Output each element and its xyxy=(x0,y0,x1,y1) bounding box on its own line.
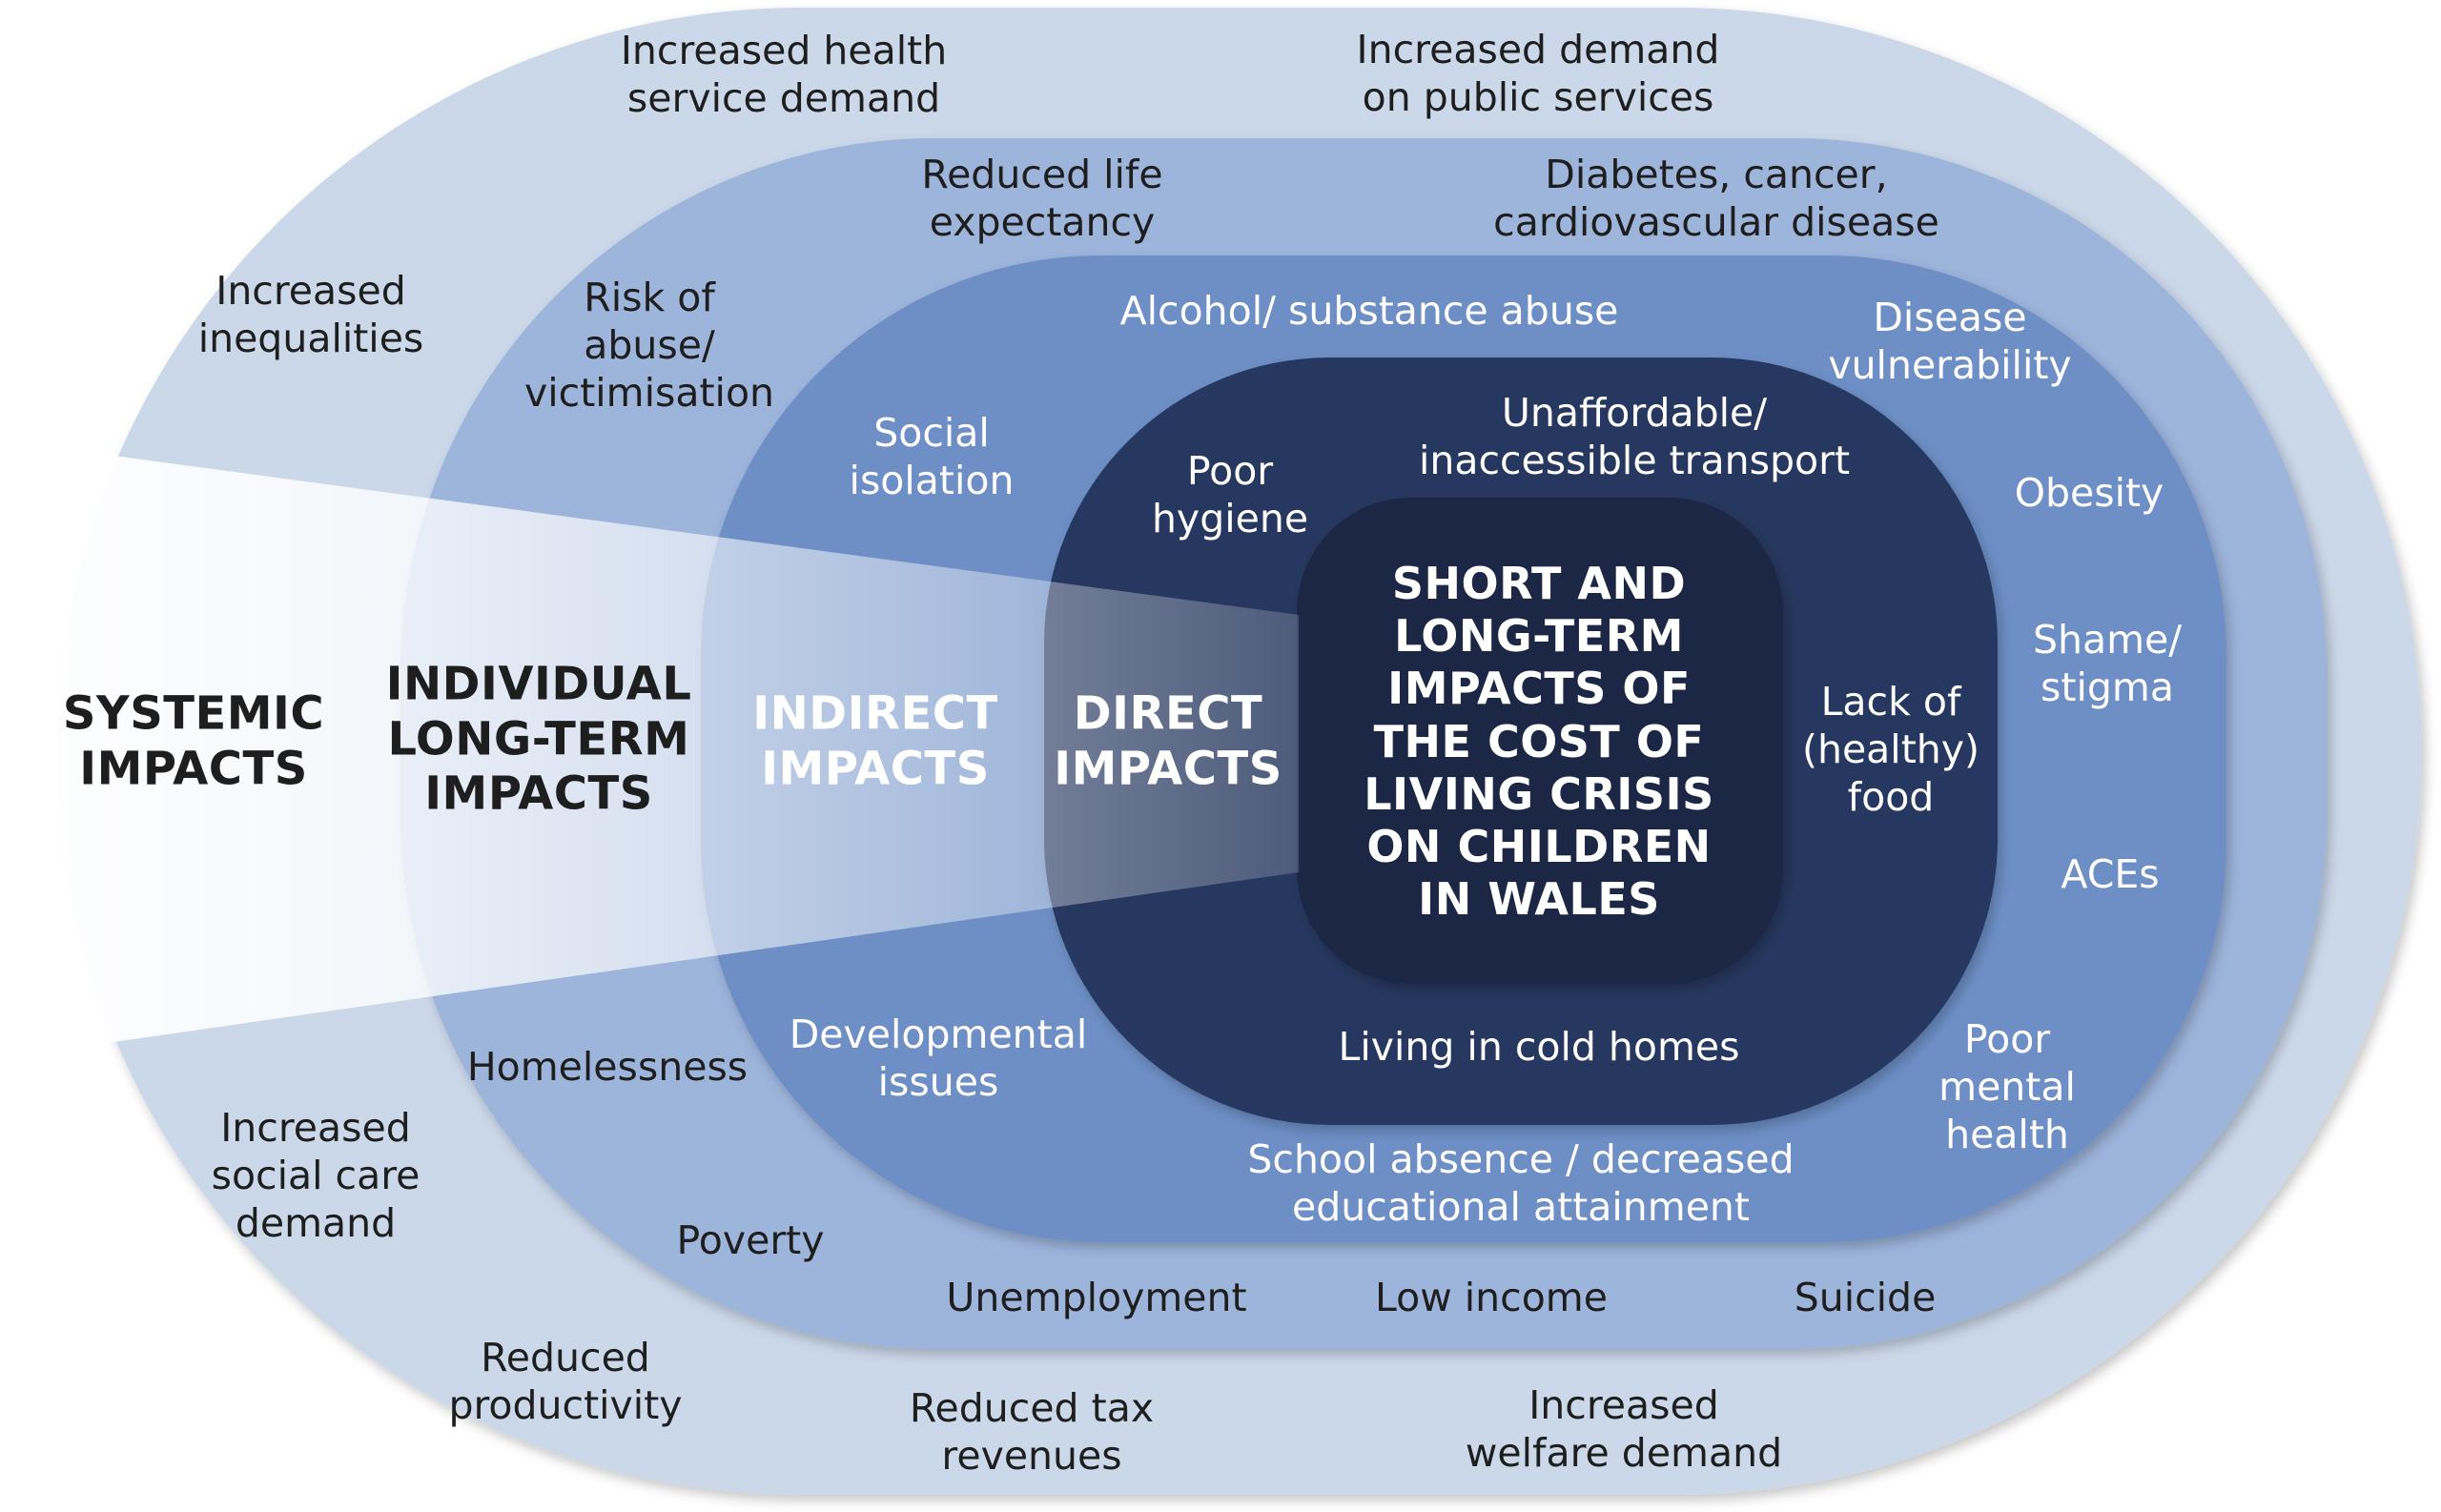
systemic-item: Reduced productivity xyxy=(448,1334,683,1428)
direct-item: Lack of (healthy) food xyxy=(1801,678,1980,821)
indirect-item: ACEs xyxy=(2061,850,2160,897)
heading-systemic-impacts: SYSTEMIC IMPACTS xyxy=(62,686,325,795)
individual-item: Poverty xyxy=(676,1216,825,1263)
individual-item: Homelessness xyxy=(466,1043,749,1090)
individual-item: Suicide xyxy=(1794,1274,1937,1320)
direct-item: Poor hygiene xyxy=(1151,447,1309,541)
center-title: SHORT AND LONG-TERM IMPACTS OF THE COST … xyxy=(1364,557,1714,925)
indirect-item: Shame/ stigma xyxy=(2032,616,2183,710)
indirect-item: Obesity xyxy=(2014,469,2164,516)
systemic-item: Increased demand on public services xyxy=(1356,26,1720,120)
individual-item: Diabetes, cancer, cardiovascular disease xyxy=(1493,151,1939,245)
indirect-item: Social isolation xyxy=(849,409,1015,503)
individual-item: Reduced life expectancy xyxy=(921,151,1163,245)
individual-item: Unemployment xyxy=(946,1274,1247,1320)
systemic-item: Increased social care demand xyxy=(211,1104,421,1247)
heading-indirect-impacts: INDIRECT IMPACTS xyxy=(752,686,998,795)
systemic-item: Increased inequalities xyxy=(197,267,424,361)
systemic-item: Increased welfare demand xyxy=(1465,1381,1783,1476)
indirect-item: Developmental issues xyxy=(789,1011,1088,1105)
indirect-item: School absence / decreased educational a… xyxy=(1247,1135,1795,1230)
individual-item: Risk of abuse/ victimisation xyxy=(523,274,775,417)
indirect-item: Poor mental health xyxy=(1938,1015,2076,1158)
systemic-item: Reduced tax revenues xyxy=(909,1384,1155,1479)
center-box xyxy=(1297,498,1783,984)
individual-item: Low income xyxy=(1375,1274,1608,1320)
heading-individual-long-term-impacts: INDIVIDUAL LONG-TERM IMPACTS xyxy=(385,657,692,821)
indirect-item: Disease vulnerability xyxy=(1828,294,2072,388)
heading-direct-impacts: DIRECT IMPACTS xyxy=(1054,686,1282,795)
highlight-wedge xyxy=(0,440,1299,1058)
direct-item: Unaffordable/ inaccessible transport xyxy=(1418,389,1851,483)
direct-item: Living in cold homes xyxy=(1338,1023,1740,1070)
systemic-item: Increased health service demand xyxy=(620,27,948,121)
indirect-item: Alcohol/ substance abuse xyxy=(1119,287,1619,334)
